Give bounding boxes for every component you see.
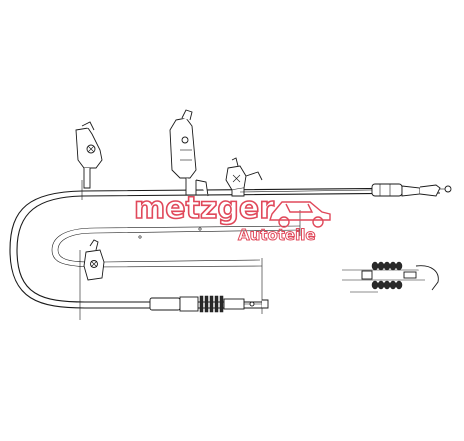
lower-adjuster-fitting [149,295,269,313]
logo-brand-text: metzger [134,191,274,226]
car-icon [269,201,331,228]
inner-dimension-loop [51,180,301,320]
metzger-logo: metzger Autoteile [133,190,331,245]
detail-spring-assembly [342,261,439,293]
upper-left-bracket [75,121,103,189]
cable-loop [9,187,441,309]
middle-tall-bracket [169,109,209,197]
small-clip-bracket [225,157,263,197]
upper-right-end-fitting [239,183,452,197]
lower-left-bracket [83,239,261,281]
logo-subtitle-text: Autoteile [238,226,316,244]
